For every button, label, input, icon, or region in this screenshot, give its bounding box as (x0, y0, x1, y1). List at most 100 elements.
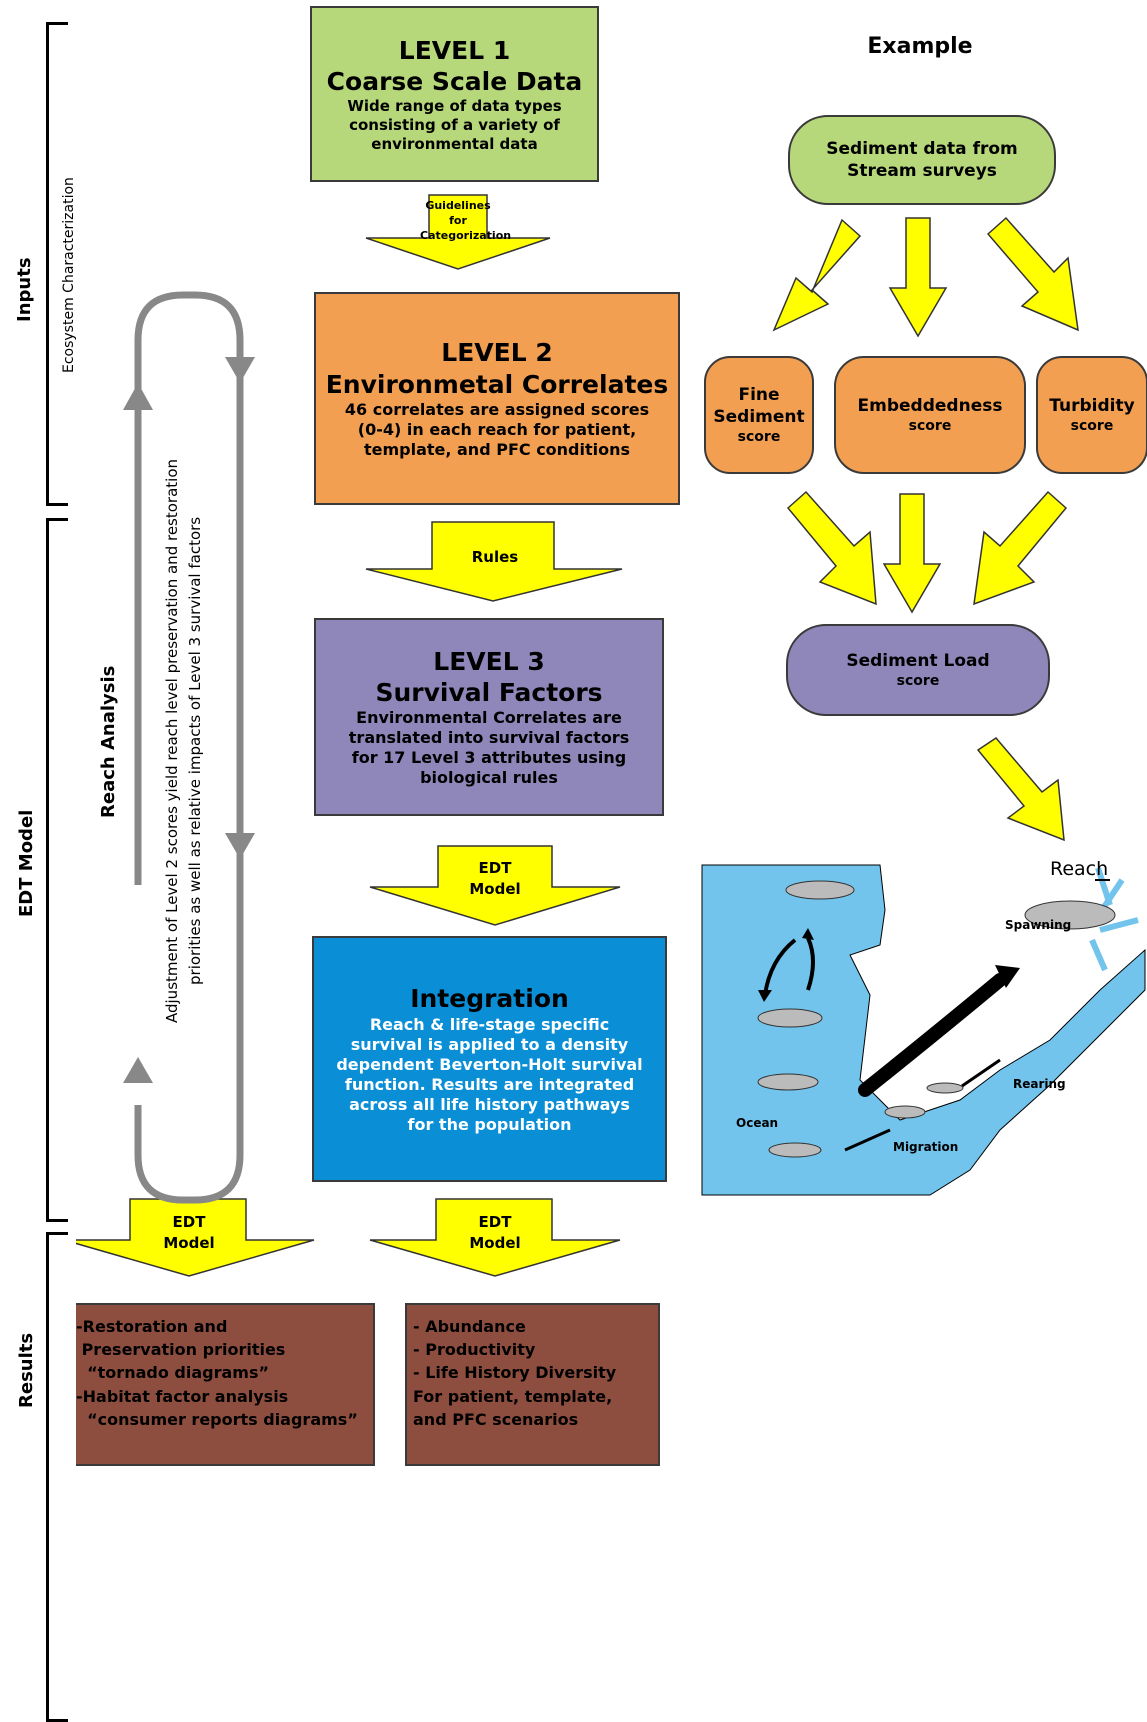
integration-line: dependent Beverton-Holt survival (336, 1054, 643, 1074)
arrow-rules-label: Rules (471, 548, 519, 566)
level3-line: biological rules (420, 768, 558, 788)
arrow-guidelines-line: for (449, 213, 467, 227)
integration-line: across all life history pathways (349, 1094, 630, 1114)
level3-line: translated into survival factors (348, 728, 630, 748)
brackets-top: Inputs Ecosystem Characterization EDT Mo… (0, 0, 77, 1477)
turbidity-pill: Turbidity score (1036, 356, 1147, 474)
arrow-edt-model-1-label: EDT Model (450, 858, 540, 900)
results-right-line: - Productivity (413, 1340, 536, 1360)
results-left-line: Preservation priorities (76, 1340, 286, 1360)
ecosystem-label: Ecosystem Characterization (61, 177, 77, 373)
b-edt-t (46, 518, 68, 521)
level2-line: (0-4) in each reach for patient, (357, 419, 637, 439)
b-edt-v (46, 518, 49, 1222)
migration-label: Migration (893, 1140, 959, 1154)
level2-box: LEVEL 2 Environmetal Correlates 46 corre… (314, 292, 680, 505)
level2-line: 46 correlates are assigned scores (344, 399, 650, 419)
integration-line: survival is applied to a density (350, 1034, 629, 1054)
sediment-load-label: Sediment Load (846, 650, 990, 671)
sediment-data-line: Stream surveys (847, 161, 997, 181)
turbidity-score: score (1070, 417, 1114, 434)
results-left-box: -Restoration and Preservation priorities… (62, 1303, 375, 1466)
embeddedness-score: score (908, 417, 952, 434)
level3-box: LEVEL 3 Survival Factors Environmental C… (314, 618, 664, 816)
reach-analysis-label: Reach Analysis (98, 665, 119, 818)
arrow-guidelines-label: Guidelines for Categorization (420, 199, 512, 244)
arrow-edt-line: EDT (172, 1213, 206, 1231)
arrow-edt-line: Model (469, 1234, 521, 1252)
level1-subtitle: Coarse Scale Data (326, 66, 583, 96)
sediment-load-score: score (896, 672, 940, 689)
arrow-guidelines-line: Categorization (420, 228, 512, 242)
rearing-label: Rearing (1013, 1077, 1066, 1091)
level1-line: environmental data (371, 134, 538, 153)
inputs-label: Inputs (14, 257, 35, 322)
arrow-edt-model-2 (63, 1198, 315, 1277)
arrow-edt-model-1 (369, 845, 621, 926)
level1-line: Wide range of data types (347, 97, 562, 116)
results-right-line: For patient, template, (413, 1386, 613, 1406)
arrow-edt-model-3 (369, 1198, 621, 1277)
arrow-edt-model-3-label: EDT Model (450, 1212, 540, 1254)
level1-box: LEVEL 1 Coarse Scale Data Wide range of … (310, 6, 599, 182)
results-right-box: - Abundance - Productivity - Life Histor… (405, 1303, 660, 1466)
example-arrows-top (772, 216, 1079, 338)
example-arrows-mid (786, 490, 1068, 614)
fine-sediment-line: Sediment (713, 406, 805, 427)
arrow-edt-model-2-label: EDT Model (144, 1212, 234, 1254)
fine-sediment-pill: Fine Sediment score (704, 356, 814, 474)
level3-line: for 17 Level 3 attributes using (351, 748, 627, 768)
integration-title: Integration (410, 984, 569, 1014)
fine-sediment-score: score (737, 429, 781, 445)
results-left-line: -Restoration and (76, 1317, 228, 1336)
b-inputs-b (46, 503, 68, 506)
arrow-guidelines-line: Guidelines (425, 199, 491, 212)
b-inputs-t (46, 22, 68, 25)
ocean-label: Ocean (736, 1116, 779, 1130)
integration-line: function. Results are integrated (344, 1074, 635, 1094)
embeddedness-pill: Embeddedness score (834, 356, 1026, 474)
level3-line: Environmental Correlates are (356, 708, 622, 728)
results-left-line: “tornado diagrams” (76, 1363, 269, 1383)
loop-description-line2: priorities as well as relative impacts o… (186, 516, 204, 985)
integration-box: Integration Reach & life-stage specific … (312, 936, 667, 1182)
b-inputs-v (46, 22, 49, 506)
spawning-label: Spawning (1005, 918, 1072, 932)
level1-line: consisting of a variety of (349, 115, 560, 134)
reach-illustration (701, 864, 1146, 1196)
b-results-t (46, 1232, 68, 1235)
results-left-line: -Habitat factor analysis (76, 1386, 289, 1406)
b-edt-b (46, 1219, 68, 1222)
arrow-edt-line: Model (469, 880, 521, 898)
level2-subtitle: Environmetal Correlates (325, 369, 669, 399)
loop-description-line1: Adjustment of Level 2 scores yield reach… (163, 458, 181, 1023)
fine-sediment-line: Fine (738, 384, 780, 405)
embeddedness-label: Embeddedness (857, 395, 1003, 416)
results-left-line: “consumer reports diagrams” (76, 1409, 358, 1429)
edt-model-label: EDT Model (16, 809, 37, 917)
reach-label: Reach (1050, 858, 1109, 880)
example-arrow-reach (976, 737, 1065, 842)
level2-title: LEVEL 2 (441, 338, 553, 368)
arrow-guidelines (365, 194, 551, 270)
reach-analysis-loop (123, 291, 255, 1204)
results-right-line: - Abundance (413, 1317, 526, 1336)
level3-subtitle: Survival Factors (375, 678, 603, 707)
arrow-edt-line: Model (163, 1234, 215, 1252)
sediment-load-pill: Sediment Load score (786, 624, 1050, 716)
b-results-v (46, 1232, 49, 1477)
arrow-edt-line: EDT (478, 1213, 512, 1231)
arrow-edt-line: EDT (478, 859, 512, 877)
integration-line: for the population (407, 1114, 572, 1134)
results-label: Results (16, 1332, 37, 1408)
level3-title: LEVEL 3 (433, 646, 545, 676)
level1-title: LEVEL 1 (398, 35, 511, 65)
sediment-data-pill: Sediment data from Stream surveys (788, 115, 1056, 205)
example-title: Example (867, 34, 973, 59)
results-right-line: - Life History Diversity (413, 1363, 617, 1383)
arrow-rules (365, 521, 623, 602)
integration-line: Reach & life-stage specific (369, 1014, 610, 1034)
results-right-line: and PFC scenarios (413, 1409, 579, 1429)
turbidity-label: Turbidity (1049, 395, 1135, 416)
sediment-data-line: Sediment data from (826, 138, 1018, 159)
